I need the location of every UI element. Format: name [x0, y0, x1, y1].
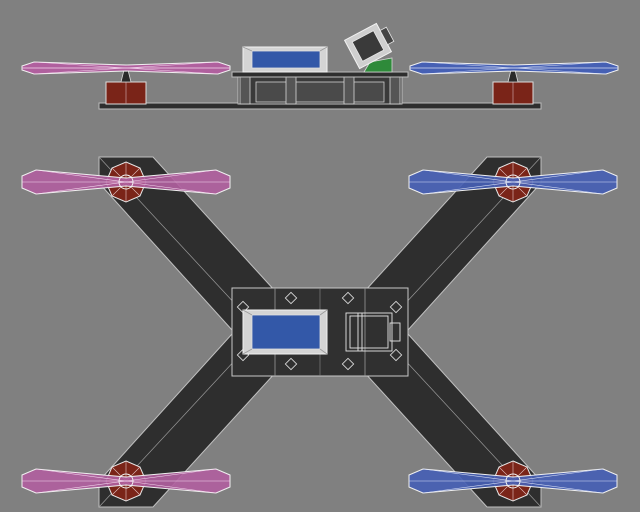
top-prop-rear-left	[21, 468, 231, 494]
top-prop-front-left	[21, 169, 231, 195]
top-frame-arms	[98, 156, 542, 508]
top-prop-rear-right	[408, 468, 618, 494]
side-vtx-antenna	[363, 57, 393, 73]
top-prop-front-right	[408, 169, 618, 195]
side-prop-left	[21, 61, 231, 75]
top-view	[21, 156, 618, 508]
top-props	[21, 169, 618, 494]
side-battery	[242, 46, 328, 73]
side-view	[21, 22, 619, 110]
side-camera	[343, 22, 395, 70]
side-motor-left	[105, 69, 147, 105]
side-prop-right	[409, 61, 619, 75]
top-camera	[345, 312, 401, 352]
side-motor-right	[492, 69, 534, 105]
side-top-plate	[231, 71, 409, 78]
side-stack	[237, 75, 403, 105]
top-battery	[242, 309, 328, 355]
